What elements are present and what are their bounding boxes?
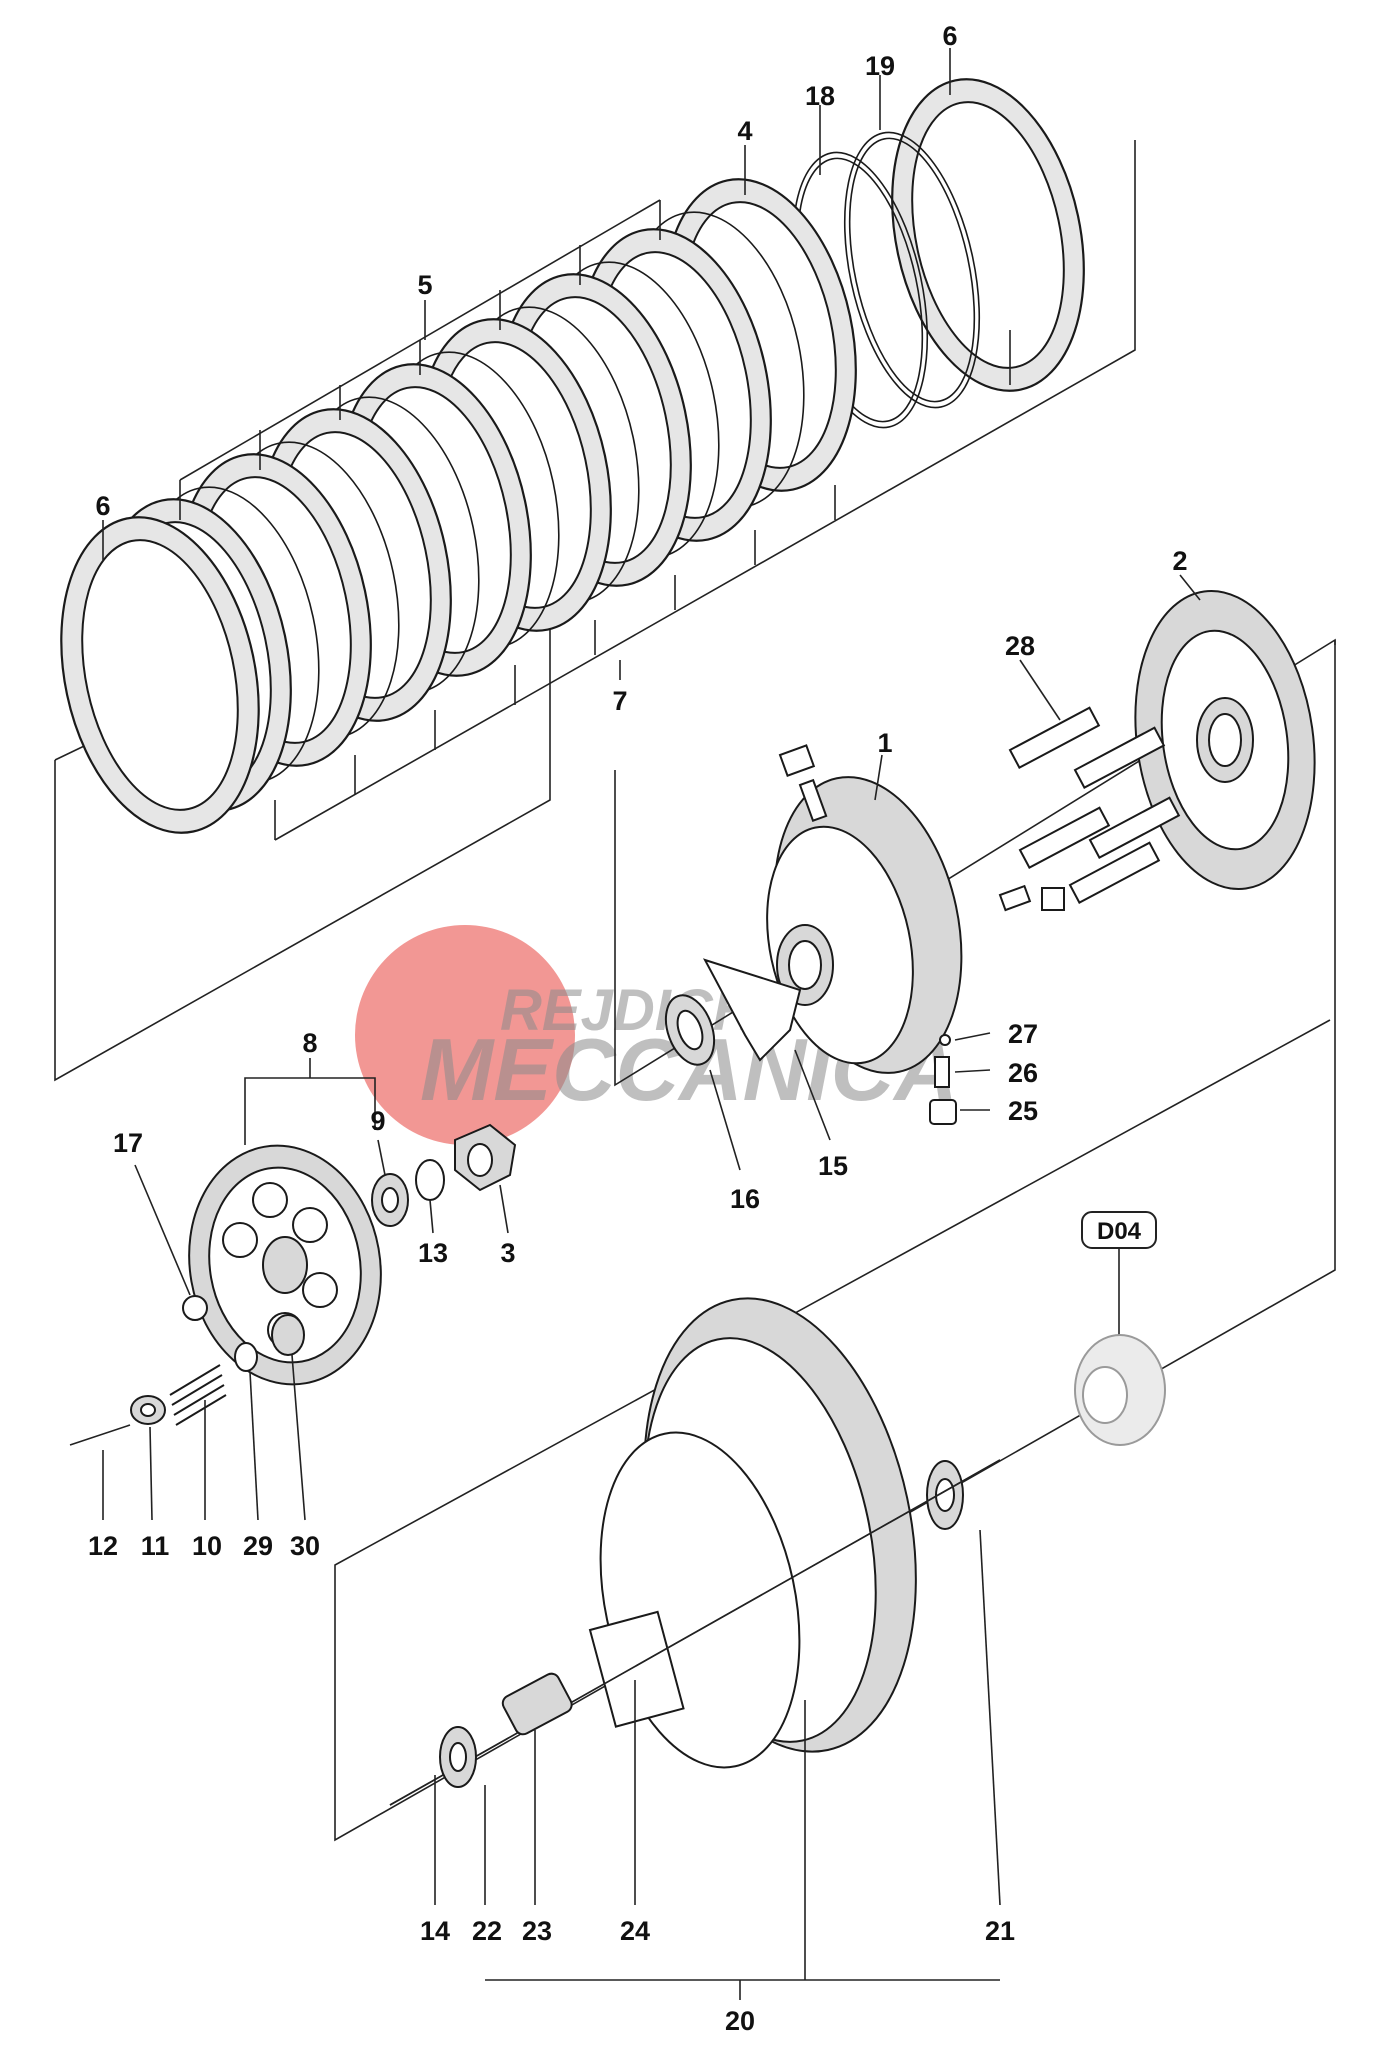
slave-cylinder-d04: D04 [1074, 1211, 1166, 1446]
bearing-nut-3-9-13 [371, 1123, 517, 1227]
label-20: 20 [725, 2006, 755, 2036]
label-25: 25 [1008, 1096, 1038, 1126]
label-19: 19 [865, 51, 895, 81]
label-8: 8 [302, 1028, 317, 1058]
frame-stack-diag [274, 140, 1136, 841]
label-2: 2 [1172, 546, 1187, 576]
label-29: 29 [243, 1531, 273, 1561]
plate-6-rear [891, 78, 1085, 392]
label-22: 22 [472, 1916, 502, 1946]
washers-15-16 [664, 958, 802, 1066]
studs-28 [1008, 706, 1181, 905]
label-30: 30 [290, 1531, 320, 1561]
label-1: 1 [877, 728, 892, 758]
part-labels: 6 19 18 4 5 6 7 2 28 1 27 26 25 15 16 8 … [88, 21, 1188, 2036]
label-7: 7 [612, 686, 627, 716]
label-23: 23 [522, 1916, 552, 1946]
d04-badge-text: D04 [1097, 1218, 1142, 1245]
label-28: 28 [1005, 631, 1035, 661]
frame-left-lower [54, 590, 551, 1082]
plate-stack-middle [98, 211, 805, 812]
label-5: 5 [417, 270, 432, 300]
label-9: 9 [370, 1106, 385, 1136]
plate-assembly-8 [188, 1144, 382, 1386]
label-3: 3 [500, 1238, 515, 1268]
ring-19 [843, 131, 981, 409]
small-parts-25-26-27 [778, 744, 1065, 1125]
label-18: 18 [805, 81, 835, 111]
label-4: 4 [737, 116, 752, 146]
label-21: 21 [985, 1916, 1015, 1946]
label-27: 27 [1008, 1019, 1038, 1049]
label-26: 26 [1008, 1058, 1038, 1088]
label-6-top: 6 [942, 21, 957, 51]
leader-lines [102, 48, 1201, 1980]
shaft-14 [389, 1459, 1001, 1806]
bracket-8 [244, 1077, 376, 1130]
spring-bolt-10-12 [69, 1295, 305, 1446]
label-13: 13 [418, 1238, 448, 1268]
watermark-circle [355, 925, 575, 1145]
label-16: 16 [730, 1184, 760, 1214]
label-6-left: 6 [95, 491, 110, 521]
clutch-hub-1 [766, 776, 963, 1074]
label-14: 14 [420, 1916, 450, 1946]
plate-6-front [60, 516, 260, 834]
clutch-plate-stack [60, 78, 1085, 840]
label-11: 11 [141, 1531, 170, 1561]
label-15: 15 [818, 1151, 848, 1181]
clutch-basket-20 [588, 1297, 964, 1769]
label-10: 10 [192, 1531, 222, 1561]
label-17: 17 [113, 1128, 143, 1158]
label-12: 12 [88, 1531, 118, 1561]
label-24: 24 [620, 1916, 650, 1946]
